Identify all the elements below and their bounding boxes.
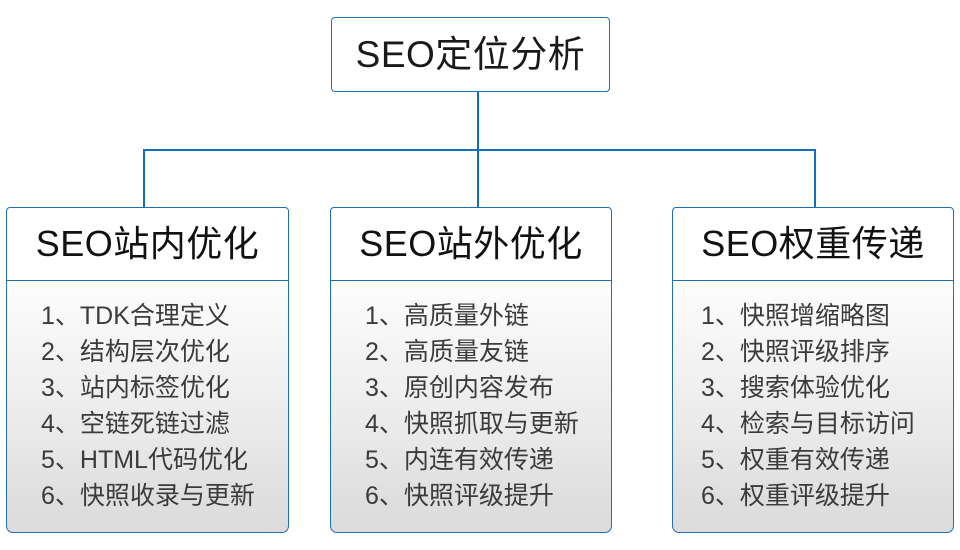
list-item[interactable]: 2、高质量友链 xyxy=(365,338,529,366)
list-item[interactable]: 3、站内标签优化 xyxy=(41,374,230,402)
list-item[interactable]: 5、权重有效传递 xyxy=(701,446,890,474)
branch-column-seo-onsite: SEO站内优化 1、TDK合理定义 2、结构层次优化 3、站内标签优化 4、空链… xyxy=(6,207,289,533)
branch-header-label: SEO站外优化 xyxy=(359,223,583,264)
list-item[interactable]: 5、HTML代码优化 xyxy=(41,446,248,474)
branch-column-seo-weight: SEO权重传递 1、快照增缩略图 2、快照评级排序 3、搜索体验优化 4、检索与… xyxy=(672,207,954,533)
list-item[interactable]: 2、快照评级排序 xyxy=(701,338,890,366)
branch-list-seo-weight: 1、快照增缩略图 2、快照评级排序 3、搜索体验优化 4、检索与目标访问 5、权… xyxy=(672,281,954,533)
branch-header-seo-offsite[interactable]: SEO站外优化 xyxy=(330,207,612,281)
list-item[interactable]: 4、快照抓取与更新 xyxy=(365,410,579,438)
branch-header-label: SEO权重传递 xyxy=(701,223,925,264)
branch-header-label: SEO站内优化 xyxy=(35,223,260,264)
connector-horizontal-bus xyxy=(143,149,816,151)
list-item[interactable]: 6、快照收录与更新 xyxy=(41,482,255,510)
list-item[interactable]: 2、结构层次优化 xyxy=(41,338,230,366)
list-item[interactable]: 3、搜索体验优化 xyxy=(701,374,890,402)
list-item[interactable]: 1、TDK合理定义 xyxy=(41,302,230,330)
list-item[interactable]: 3、原创内容发布 xyxy=(365,374,554,402)
connector-root-stem xyxy=(477,92,479,150)
list-item[interactable]: 6、快照评级提升 xyxy=(365,482,554,510)
connector-branch-right xyxy=(814,149,816,208)
list-item[interactable]: 1、快照增缩略图 xyxy=(701,302,890,330)
list-item[interactable]: 4、空链死链过滤 xyxy=(41,410,230,438)
list-item[interactable]: 6、权重评级提升 xyxy=(701,482,890,510)
branch-list-seo-offsite: 1、高质量外链 2、高质量友链 3、原创内容发布 4、快照抓取与更新 5、内连有… xyxy=(330,281,612,533)
root-node-label: SEO定位分析 xyxy=(355,34,586,75)
branch-header-seo-onsite[interactable]: SEO站内优化 xyxy=(6,207,289,281)
list-item[interactable]: 4、检索与目标访问 xyxy=(701,410,915,438)
list-item[interactable]: 5、内连有效传递 xyxy=(365,446,554,474)
branch-column-seo-offsite: SEO站外优化 1、高质量外链 2、高质量友链 3、原创内容发布 4、快照抓取与… xyxy=(330,207,612,533)
root-node-seo-positioning-analysis[interactable]: SEO定位分析 xyxy=(331,17,610,92)
list-item[interactable]: 1、高质量外链 xyxy=(365,302,529,330)
branch-list-seo-onsite: 1、TDK合理定义 2、结构层次优化 3、站内标签优化 4、空链死链过滤 5、H… xyxy=(6,281,289,533)
branch-header-seo-weight[interactable]: SEO权重传递 xyxy=(672,207,954,281)
connector-branch-left xyxy=(143,149,145,208)
connector-branch-center xyxy=(477,149,479,208)
